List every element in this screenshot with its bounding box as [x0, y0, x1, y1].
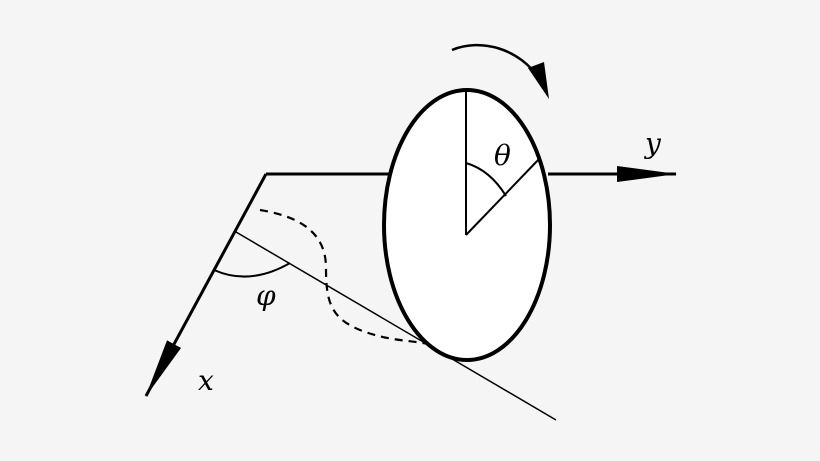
- y-axis-label: y: [643, 127, 662, 160]
- trajectory-dashed: [259, 208, 433, 347]
- rotation-arrow: [451, 43, 542, 81]
- phi-angle-arc: [213, 262, 291, 278]
- theta-label: θ: [494, 139, 511, 172]
- phi-label: φ: [256, 279, 276, 312]
- x-axis: [144, 173, 268, 397]
- rotation-arrowhead: [528, 62, 549, 99]
- wheel-radius-rotated: [465, 157, 541, 236]
- x-axis-label: x: [198, 364, 214, 397]
- theta-angle-arc: [465, 162, 507, 197]
